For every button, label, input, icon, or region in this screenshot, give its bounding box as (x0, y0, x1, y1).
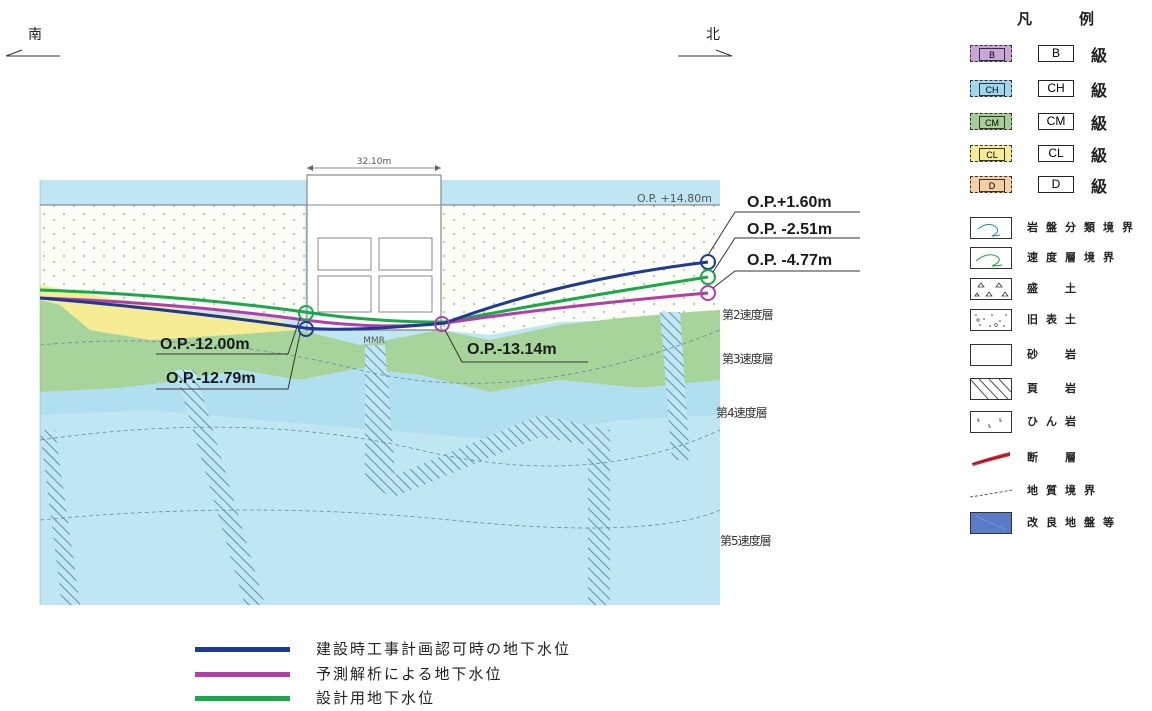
rock-class-box: CM (1038, 113, 1074, 130)
callout-marker (298, 305, 314, 321)
series-legend-label: 設計用地下水位 (316, 689, 436, 707)
water-level-callout: O.P.-12.00m (160, 336, 250, 353)
series-legend-item: 設計用地下水位 (195, 687, 675, 711)
rock-class-boundary-icon (970, 217, 1012, 239)
callout-marker (700, 269, 716, 285)
rock-class-box: D (1038, 176, 1074, 193)
rock-class-box: CL (1038, 145, 1074, 162)
shale-band (365, 345, 610, 605)
callout-marker (700, 285, 716, 301)
legend-rock-class-row: CL CL 級 (965, 141, 1152, 167)
water-line-prediction (39, 291, 709, 328)
legend-symbol-label: 改良地盤等 (1027, 516, 1122, 529)
rock-class-swatch: D (970, 176, 1012, 193)
fault-icon (970, 447, 1012, 469)
porphyrite-icon (970, 411, 1012, 433)
legend-rock-class-row: CM CM 級 (965, 109, 1152, 135)
water-level-callout: O.P. -4.77m (747, 252, 833, 269)
velocity-layer-boundary-icon (970, 247, 1012, 269)
series-legend-item: 予測解析による地下水位 (195, 663, 675, 687)
legend-panel: 凡 例 B B 級 CH CH 級 CM CM 級 CL CL 級 D D 級 … (965, 5, 1152, 565)
series-line-swatch (195, 647, 290, 652)
shale-icon (970, 378, 1012, 400)
water-level-callout: O.P. -2.51m (747, 221, 833, 238)
velocity-layer-label: 第3速度層 (722, 352, 774, 366)
legend-symbol-row: 盛 土 (965, 276, 1152, 302)
velocity-layer-label: 第5速度層 (720, 534, 772, 548)
series-line-swatch (195, 696, 290, 701)
legend-symbol-label: 岩盤分類境界 (1027, 221, 1141, 234)
rock-class-level: 級 (1091, 46, 1108, 65)
legend-symbol-label: 断 層 (1027, 451, 1084, 464)
legend-rock-class-row: D D 級 (965, 172, 1152, 198)
legend-symbol-label: 旧表土 (1027, 313, 1084, 326)
legend-title: 凡 (1017, 10, 1033, 28)
rock-class-swatch: CM (970, 113, 1012, 130)
water-level-callout: O.P.+1.60m (747, 194, 832, 211)
velocity-layer-label: 第4速度層 (716, 406, 768, 420)
callout-marker (434, 316, 450, 332)
legend-symbol-label: 地質境界 (1027, 484, 1103, 497)
water-line-construction (39, 260, 709, 331)
water-level-callout: O.P.-12.79m (166, 370, 256, 387)
legend-symbol-row: 断 層 (965, 445, 1152, 471)
velocity-layer-label: 第2速度層 (722, 308, 774, 322)
structure-box (305, 165, 443, 331)
legend-symbol-label: ひん岩 (1027, 415, 1084, 428)
legend-rock-class-row: CH CH 級 (965, 76, 1152, 102)
geologic-section: 32.10m MMR O.P. +14.80m (5, 49, 860, 605)
legend-symbol-row: 速度層境界 (965, 245, 1152, 271)
legend-symbol-label: 速度層境界 (1027, 251, 1122, 264)
ground-level-label: O.P. +14.80m (637, 192, 712, 205)
cl-zone (40, 285, 300, 340)
legend-symbol-row: ひん岩 (965, 409, 1152, 435)
series-line-swatch (195, 672, 290, 677)
rock-class-swatch: B (970, 45, 1012, 62)
series-legend-label: 予測解析による地下水位 (316, 665, 503, 683)
rock-class-level: 級 (1091, 146, 1108, 165)
series-legend-item: 建設時工事計画認可時の地下水位 (195, 638, 675, 662)
old-surface-soil-icon (970, 309, 1012, 331)
legend-symbol-row: 砂 岩 (965, 342, 1152, 368)
shale-band (40, 430, 80, 605)
rock-class-level: 級 (1091, 177, 1108, 196)
water-line-design (39, 275, 709, 324)
legend-symbol-row: 頁 岩 (965, 376, 1152, 402)
rock-class-swatch: CL (970, 145, 1012, 162)
geologic-boundary-icon (970, 480, 1012, 502)
rock-class-level: 級 (1091, 81, 1108, 100)
legend-symbol-label: 頁 岩 (1027, 382, 1084, 395)
shale-band (175, 370, 265, 605)
rock-class-box: CH (1038, 80, 1074, 97)
sandstone-icon (970, 344, 1012, 366)
water-level-callout: O.P.-13.14m (467, 341, 557, 358)
legend-symbol-row: 改良地盤等 (965, 510, 1152, 536)
legend-title: 例 (1079, 10, 1095, 28)
legend-symbol-row: 岩盤分類境界 (965, 215, 1152, 241)
fill-icon (970, 278, 1012, 300)
legend-symbol-row: 地質境界 (965, 478, 1152, 504)
legend-symbol-label: 砂 岩 (1027, 348, 1084, 361)
rock-class-swatch: CH (970, 80, 1012, 97)
legend-symbol-row: 旧表土 (965, 307, 1152, 333)
rock-class-box: B (1038, 45, 1074, 62)
north-direction-label: 北 (706, 27, 720, 43)
south-direction-label: 南 (28, 27, 42, 43)
shale-band (660, 312, 690, 460)
mmr-label: MMR (363, 336, 385, 346)
series-legend-label: 建設時工事計画認可時の地下水位 (316, 640, 572, 658)
improved-ground-icon (970, 512, 1012, 534)
structure-width-label: 32.10m (357, 157, 392, 167)
rock-class-level: 級 (1091, 114, 1108, 133)
callout-marker (298, 321, 314, 337)
legend-symbol-label: 盛 土 (1027, 282, 1084, 295)
legend-rock-class-row: B B 級 (965, 41, 1152, 67)
